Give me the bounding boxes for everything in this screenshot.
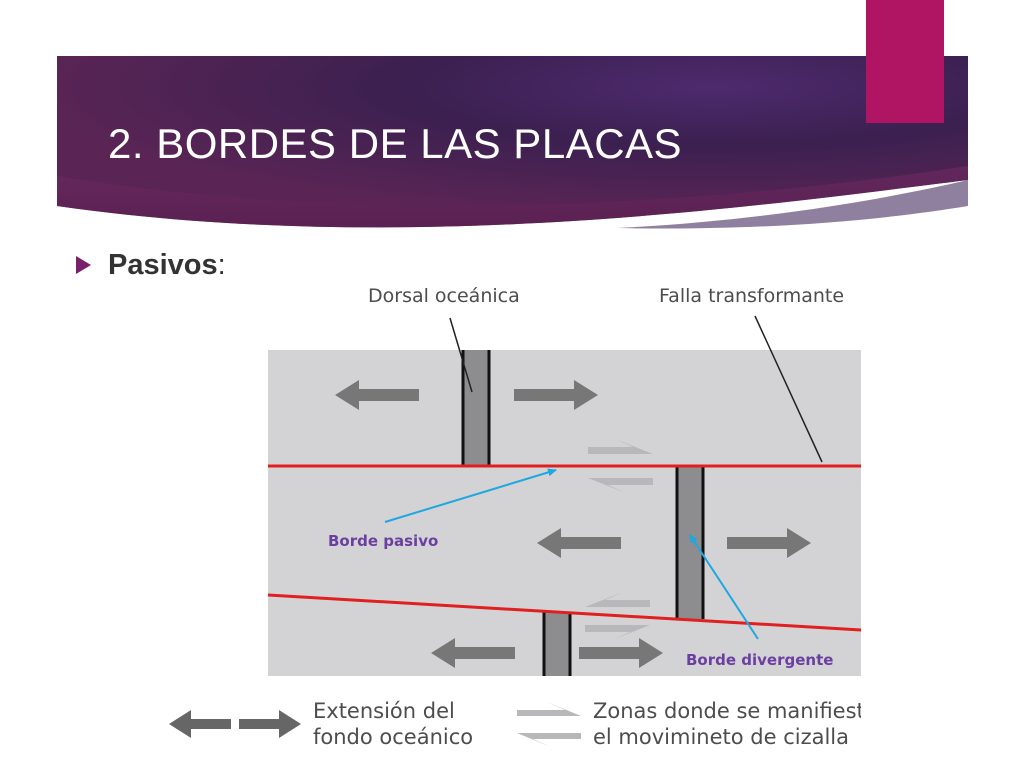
title-banner — [57, 56, 968, 246]
triangle-bullet-icon — [76, 256, 91, 274]
expansion-arrow-left-middle — [537, 528, 621, 558]
expansion-arrow-left-top — [335, 380, 419, 410]
divergent-border-pointer — [689, 534, 759, 640]
transform-fault-bottom — [267, 593, 861, 632]
ridge-segment-top — [461, 350, 491, 465]
shear-arrow-upper-1 — [588, 439, 653, 454]
legend-extension-line2: fondo oceánico — [313, 725, 473, 749]
accent-tab — [866, 0, 944, 123]
fault-pointer-line — [754, 315, 823, 463]
passive-border-label: Borde pasivo — [328, 532, 438, 550]
expansion-arrow-right-bottom — [579, 638, 663, 668]
legend: Extensión del fondo oceánico Zonas donde… — [169, 699, 861, 749]
legend-shear-arrow-lower-icon — [517, 733, 581, 747]
legend-arrow-right-icon — [239, 710, 301, 738]
plate-boundaries-diagram: Dorsal oceánica Falla transformante Bord… — [163, 282, 861, 750]
legend-arrow-left-icon — [169, 710, 231, 738]
ridge-segment-bottom — [542, 612, 572, 676]
ridge-pointer-line — [449, 317, 473, 393]
expansion-arrow-right-top — [514, 380, 598, 410]
expansion-arrow-left-bottom — [431, 638, 515, 668]
shear-arrow-lower-1 — [585, 592, 650, 607]
ridge-label: Dorsal oceánica — [368, 285, 520, 307]
shear-arrow-upper-2 — [588, 478, 653, 493]
expansion-arrow-right-middle — [727, 528, 811, 558]
legend-shear-line1: Zonas donde se manifiesta — [593, 699, 861, 723]
ridge-segment-middle — [675, 467, 705, 619]
bullet-text: Pasivos — [108, 248, 218, 281]
transform-fault-label: Falla transformante — [659, 285, 844, 307]
bullet-colon: : — [217, 248, 226, 281]
bullet-item: Pasivos : — [76, 248, 226, 282]
shear-arrow-lower-2 — [585, 625, 650, 640]
legend-shear-line2: el movimineto de cizalla — [593, 725, 849, 749]
divergent-border-label: Borde divergente — [686, 651, 833, 669]
slide-title: 2. BORDES DE LAS PLACAS — [108, 120, 683, 167]
passive-border-pointer — [384, 468, 557, 523]
legend-extension-line1: Extensión del — [313, 699, 455, 723]
legend-shear-arrow-upper-icon — [517, 702, 581, 716]
